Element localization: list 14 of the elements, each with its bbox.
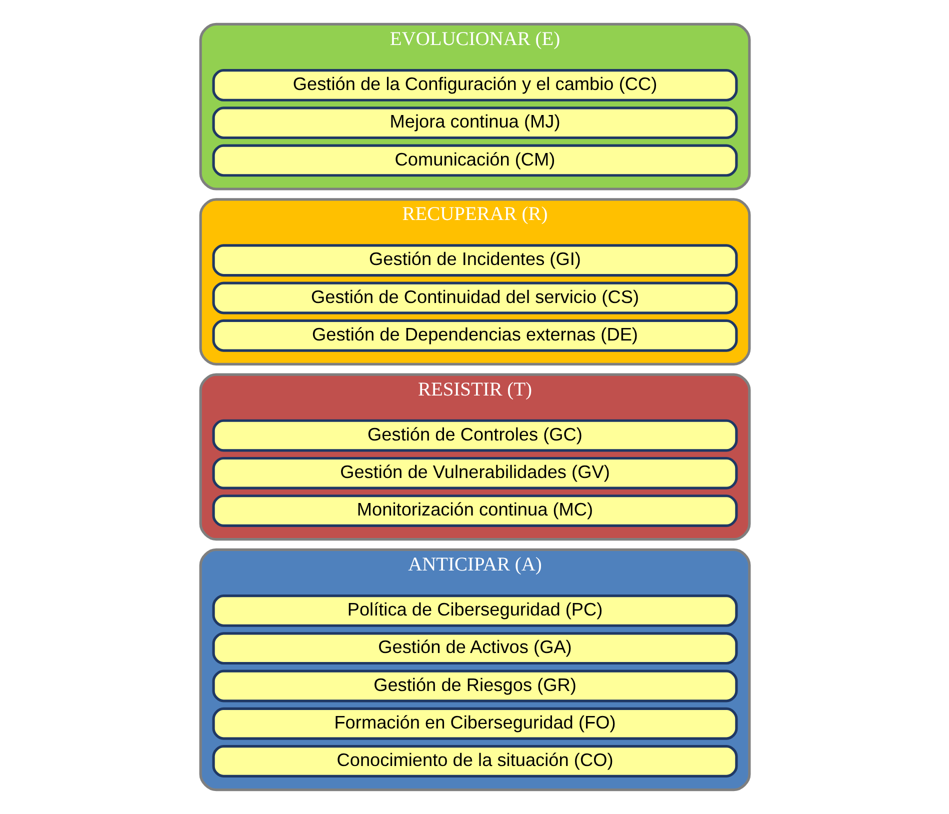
node-box: Gestión de Controles (GC) — [212, 419, 738, 452]
node-box: Mejora continua (MJ) — [212, 106, 738, 140]
node-box: Gestión de Incidentes (GI) — [212, 244, 738, 277]
node-box: Gestión de Vulnerabilidades (GV) — [212, 456, 738, 490]
node-box: Gestión de Activos (GA) — [212, 632, 738, 665]
node-box: Gestión de la Configuración y el cambio (CC) — [212, 69, 738, 102]
node-box: Conocimiento de la situación (CO) — [212, 745, 738, 778]
node-box: Monitorización continua (MC) — [212, 494, 738, 528]
node-box: Comunicación (CM) — [212, 144, 738, 177]
node-box: Gestión de Riesgos (GR) — [212, 670, 738, 702]
node-box: Gestión de Continuidad del servicio (CS) — [212, 282, 738, 314]
node-box: Gestión de Dependencias externas (DE) — [212, 319, 738, 352]
node-box: Política de Ciberseguridad (PC) — [212, 594, 738, 627]
node-box: Formación en Ciberseguridad (FO) — [212, 707, 738, 740]
